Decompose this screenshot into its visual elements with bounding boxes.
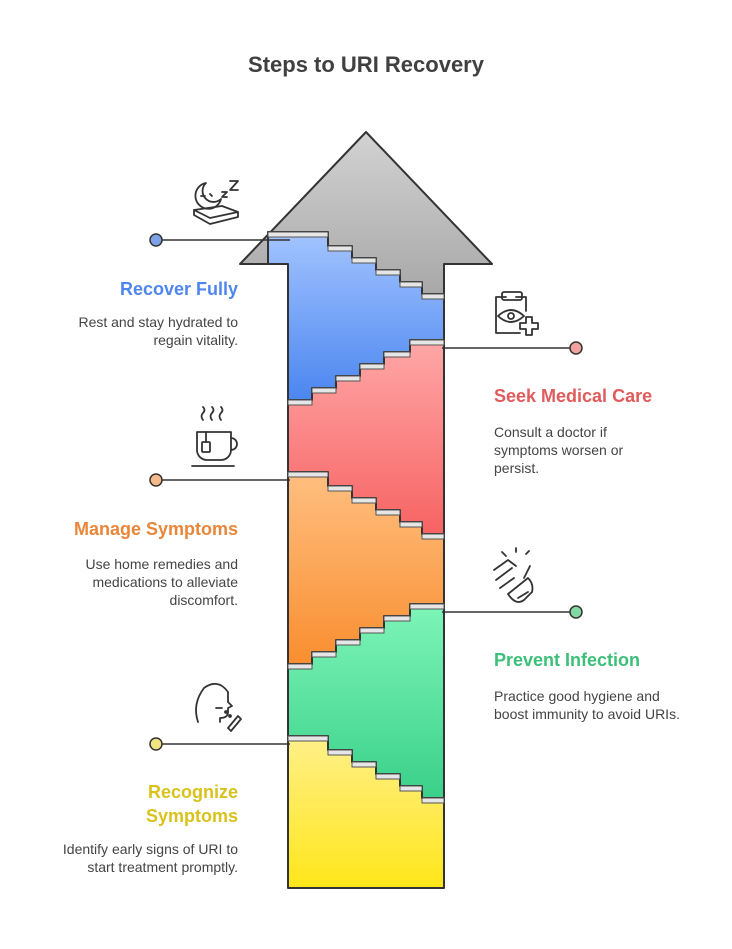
- dot-recognize-symptoms: [149, 737, 163, 751]
- step-title-manage-symptoms: Manage Symptoms: [73, 519, 238, 539]
- sleep-icon: [193, 180, 239, 225]
- tea-cup-icon: [191, 406, 238, 467]
- dot-recover-fully: [149, 233, 163, 247]
- step-desc-prevent-infection: Practice good hygiene and boost immunity…: [494, 688, 680, 722]
- step-desc-seek-medical-care: Consult a doctor if symptoms worsen or p…: [494, 424, 624, 476]
- hand-washing-icon: [493, 547, 534, 603]
- step-title-recognize-symptoms: Recognize Symptoms: [145, 782, 238, 826]
- step-desc-manage-symptoms: Use home remedies and medications to all…: [85, 556, 238, 608]
- dot-prevent-infection: [569, 605, 583, 619]
- medical-clipboard-icon: [495, 291, 539, 336]
- step-desc-recover-fully: Rest and stay hydrated to regain vitalit…: [78, 314, 238, 348]
- stair-treads: [267, 231, 445, 804]
- connectors: [156, 239, 576, 745]
- page-title: Steps to URI Recovery: [248, 52, 484, 77]
- coughing-person-icon: [195, 682, 242, 732]
- step-title-prevent-infection: Prevent Infection: [494, 650, 641, 670]
- step-title-seek-medical-care: Seek Medical Care: [494, 386, 653, 406]
- dot-seek-medical-care: [569, 341, 583, 355]
- dot-manage-symptoms: [149, 473, 163, 487]
- step-title-recover-fully: Recover Fully: [119, 279, 238, 299]
- step-desc-recognize-symptoms: Identify early signs of URI to start tre…: [62, 841, 238, 875]
